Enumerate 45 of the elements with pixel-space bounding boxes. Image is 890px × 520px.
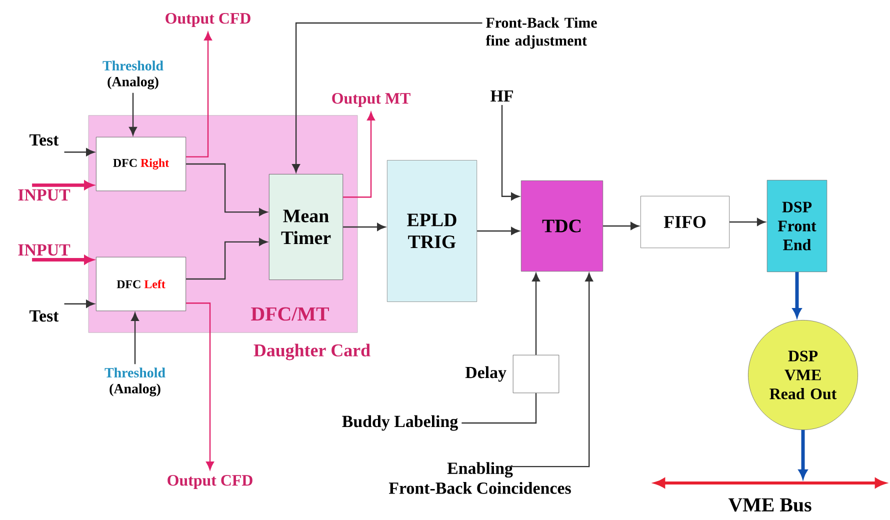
arrow	[64, 300, 94, 308]
tdc-box: TDC	[520, 180, 604, 272]
circuit-box: DFC Left	[96, 256, 186, 312]
arrow	[603, 222, 639, 230]
arrow	[186, 32, 212, 158]
bus-label: VME Bus	[728, 498, 812, 512]
hf-label: HF	[490, 90, 513, 102]
fifo-box: FIFO	[640, 196, 730, 248]
threshold-label: Threshold (Analog)	[104, 368, 166, 396]
arrow	[129, 92, 137, 136]
arrow	[730, 218, 766, 226]
arrow	[501, 105, 520, 200]
trigger-box: EPLD TRIG	[386, 160, 478, 302]
output-label: Output CFD	[168, 475, 252, 489]
signal-label: Buddy Labeling	[342, 415, 458, 431]
test-label: Test	[30, 134, 59, 146]
arrow	[64, 148, 94, 156]
input-label: INPUT	[18, 189, 70, 201]
arrow	[477, 227, 520, 235]
arrow	[32, 180, 94, 190]
arrow	[792, 272, 802, 318]
output-label: Output CFD	[166, 13, 250, 27]
circuit-box: DFC Right	[96, 136, 186, 192]
arrow	[186, 302, 214, 470]
arrow	[798, 430, 808, 478]
arrow	[186, 163, 268, 216]
input-label: INPUT	[18, 244, 70, 256]
arrow	[508, 273, 594, 468]
arrow	[343, 112, 375, 198]
timer-box: Mean Timer	[268, 174, 344, 280]
threshold-label: Threshold (Analog)	[102, 60, 164, 90]
note-label: Front-Back Time fine adjustment	[486, 17, 597, 49]
arrow	[292, 22, 482, 172]
dsp-box: DSP Front End	[766, 180, 828, 272]
arrow	[32, 255, 94, 264]
box-label: Delay	[465, 366, 506, 382]
arrow	[131, 312, 139, 364]
arrow	[186, 238, 268, 280]
signal-label: Enabling Front-Back Coincidences	[388, 462, 571, 494]
node-label: Daughter Card	[254, 344, 370, 360]
test-label: Test	[30, 310, 59, 322]
arrow	[343, 223, 386, 231]
connector-line	[462, 393, 537, 424]
arrow	[532, 273, 540, 355]
output-label: Output MT	[332, 93, 410, 107]
